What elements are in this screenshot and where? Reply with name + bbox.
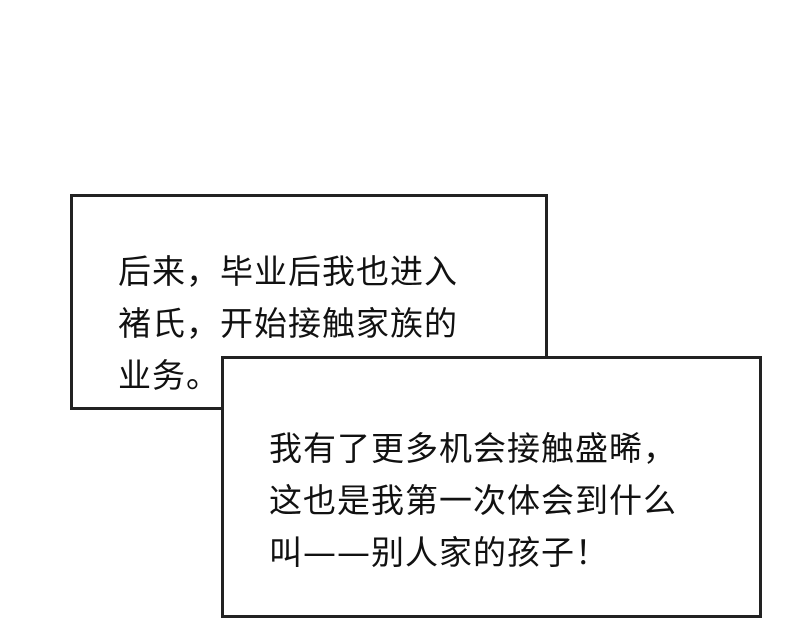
caption-1-line-2: 褚氏，开始接触家族的 [118,304,458,343]
caption-1-line-1: 后来，毕业后我也进入 [118,252,458,291]
caption-box-2: 我有了更多机会接触盛晞， 这也是我第一次体会到什么 叫——别人家的孩子！ [221,356,762,618]
caption-text-1: 后来，毕业后我也进入 褚氏，开始接触家族的 业务。 [118,246,458,402]
caption-2-line-2: 这也是我第一次体会到什么 [269,481,677,520]
caption-1-line-3: 业务。 [118,356,220,395]
caption-2-line-3: 叫——别人家的孩子！ [269,533,609,572]
caption-2-line-1: 我有了更多机会接触盛晞， [269,429,677,468]
caption-text-2: 我有了更多机会接触盛晞， 这也是我第一次体会到什么 叫——别人家的孩子！ [269,423,677,579]
